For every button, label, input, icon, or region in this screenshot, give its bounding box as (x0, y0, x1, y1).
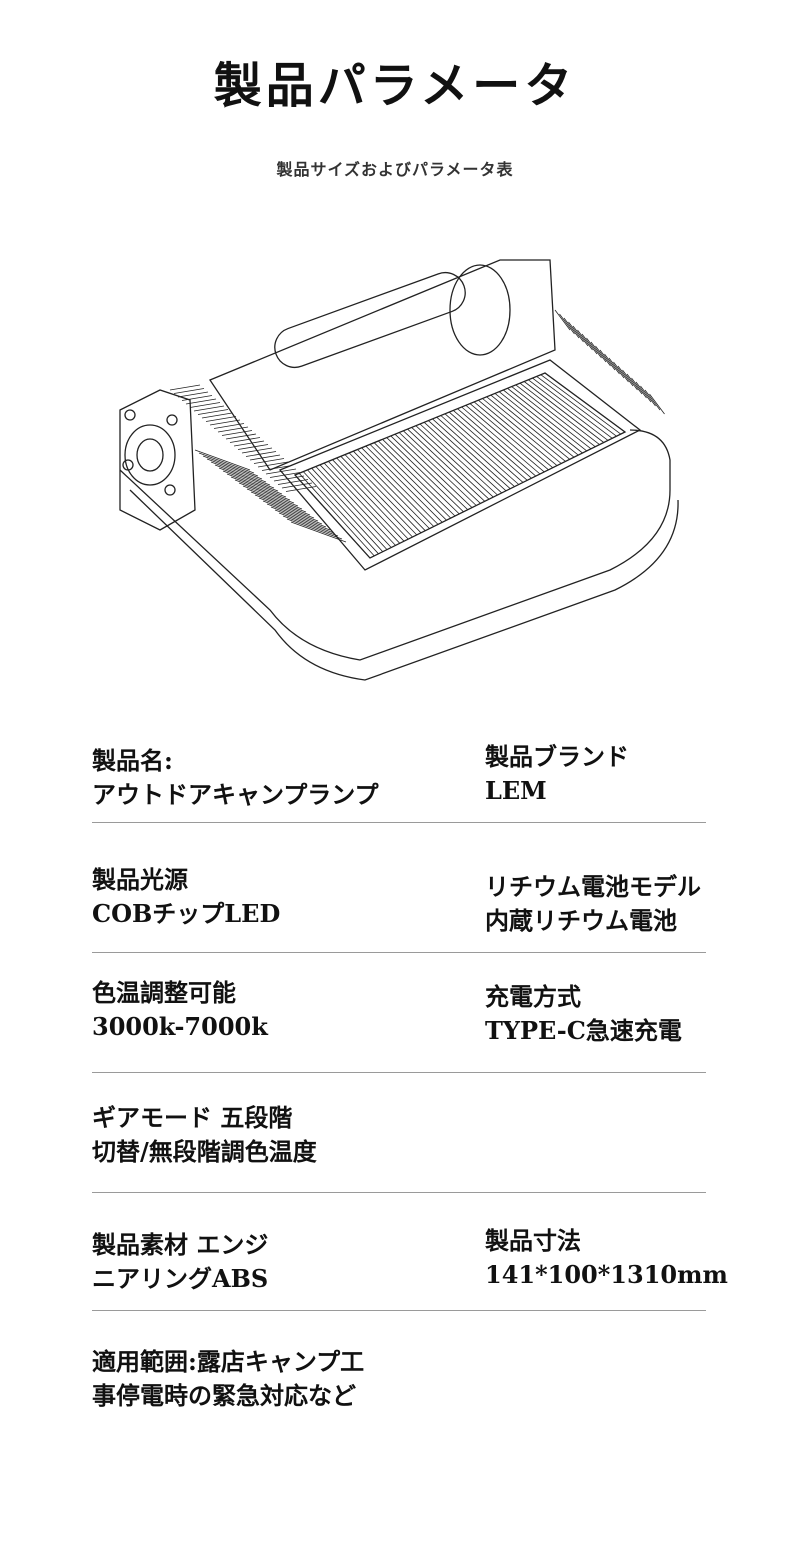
page-title: 製品パラメータ (213, 58, 577, 114)
spec-value: 事停電時の緊急対応など (92, 1381, 356, 1410)
spec-label: ギアモード 五段階 (92, 1103, 293, 1132)
solar-panel (278, 359, 642, 571)
spec-label: 製品寸法 (485, 1226, 581, 1255)
spec-value: TYPE-C急速充電 (485, 1016, 682, 1045)
spec-label: 適用範囲:露店キャンプ工 (92, 1347, 365, 1376)
spec-usage: 適用範囲:露店キャンプ工 事停電時の緊急対応など (92, 1345, 364, 1413)
spec-label: 色温調整可能 (92, 978, 236, 1007)
divider (92, 1310, 706, 1311)
spec-value: アウトドアキャンプランプ (92, 780, 379, 809)
divider (92, 1192, 706, 1193)
spec-label: 製品ブランド (485, 742, 629, 771)
spec-charging: 充電方式 TYPE-C急速充電 (485, 980, 682, 1048)
spec-label: 製品素材 エンジ (92, 1230, 269, 1259)
spec-light-source: 製品光源 COBチップLED (92, 863, 280, 931)
spec-dimensions: 製品寸法 141*100*1310mm (485, 1224, 728, 1292)
spec-label: 充電方式 (485, 982, 581, 1011)
spec-label: 製品光源 (92, 865, 188, 894)
spec-label: リチウム電池モデル (485, 872, 701, 901)
spec-brand: 製品ブランド LEM (485, 740, 629, 808)
spec-battery: リチウム電池モデル 内蔵リチウム電池 (485, 870, 701, 938)
spec-color-temp: 色温調整可能 3000k-7000k (92, 976, 268, 1044)
divider (92, 1072, 706, 1073)
spec-value: 141*100*1310mm (485, 1260, 728, 1289)
spec-value: LEM (485, 776, 547, 805)
spec-value: 3000k-7000k (92, 1012, 268, 1041)
product-line-drawing (119, 259, 679, 681)
spec-value: 切替/無段階調色温度 (92, 1137, 317, 1166)
divider (92, 952, 706, 953)
spec-gear-mode: ギアモード 五段階 切替/無段階調色温度 (92, 1101, 317, 1169)
page-subtitle: 製品サイズおよびパラメータ表 (276, 160, 514, 179)
divider (92, 822, 706, 823)
spec-material: 製品素材 エンジ ニアリングABS (92, 1228, 268, 1296)
spec-value: 内蔵リチウム電池 (485, 906, 677, 935)
spec-label: 製品名: (92, 746, 173, 775)
spec-value: COBチップLED (92, 899, 281, 928)
spec-value: ニアリングABS (92, 1264, 269, 1293)
spec-product-name: 製品名: アウトドアキャンプランプ (92, 744, 379, 812)
